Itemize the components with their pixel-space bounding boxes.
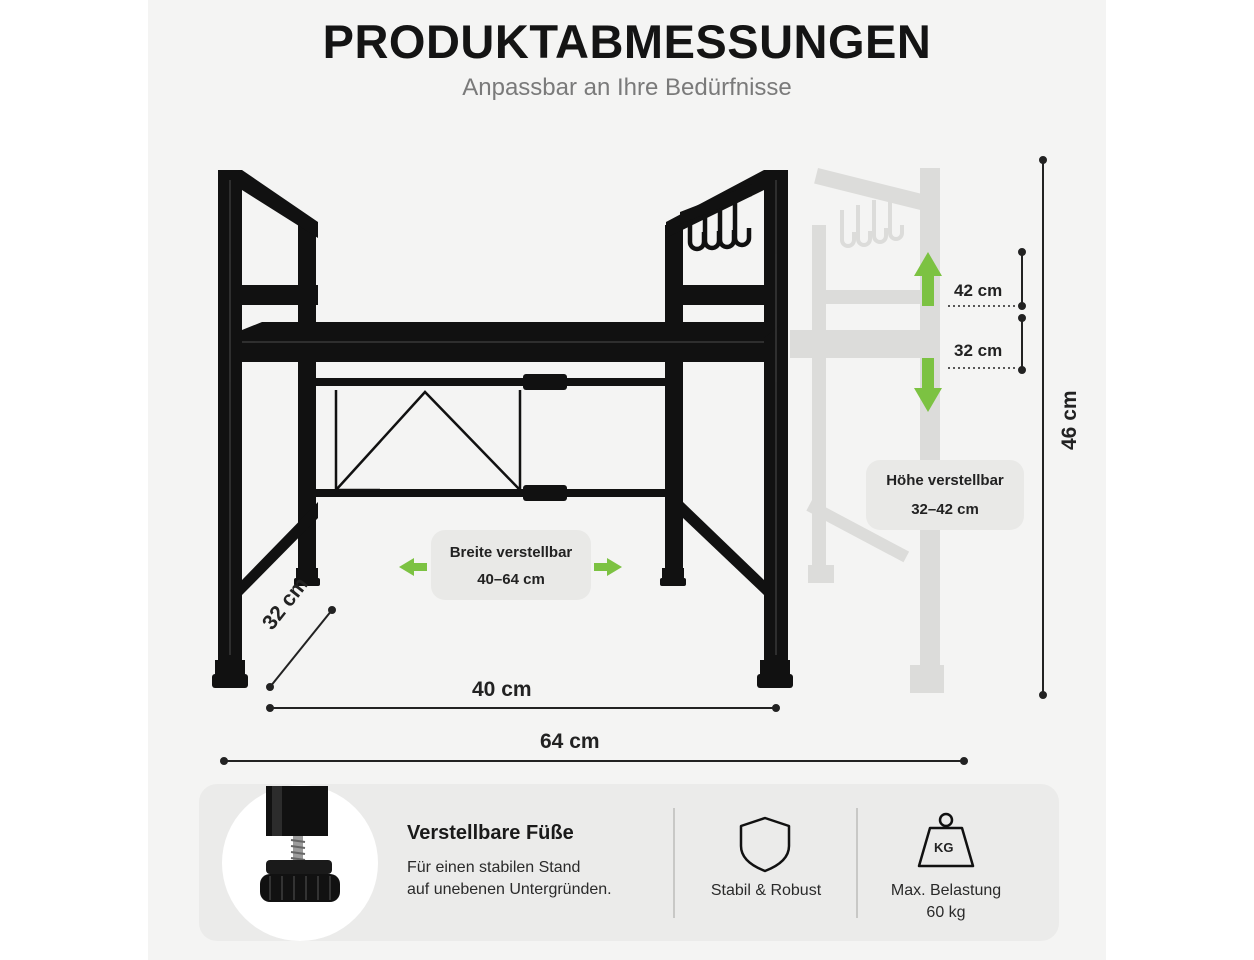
shelf-inner-lines	[229, 180, 777, 655]
shelf-height-min-label: 32 cm	[954, 341, 1003, 360]
wire-divider	[334, 390, 522, 492]
width-adjustable-range: 40–64 cm	[477, 571, 545, 588]
feet-desc-line1: Für einen stabilen Stand	[407, 859, 581, 876]
height-arrows	[914, 252, 942, 412]
feet-feature-title: Verstellbare Füße	[407, 822, 574, 844]
weight-icon-text: KG	[934, 840, 954, 855]
total-height-label: 46 cm	[1058, 390, 1081, 450]
hooks	[687, 196, 752, 252]
width-max-label: 64 cm	[540, 730, 600, 753]
stable-feature-label: Stabil & Robust	[690, 880, 842, 902]
hook-bar	[680, 184, 752, 224]
dotted-guides	[948, 305, 1018, 369]
width-min-label: 40 cm	[472, 678, 532, 701]
width-adjustable-callout: Breite verstellbar 40–64 cm	[431, 530, 591, 600]
page-title: PRODUKTABMESSUNGEN	[322, 15, 932, 68]
feet-feature-description: Für einen stabilen Stand auf unebenen Un…	[407, 857, 667, 901]
shelf-frame	[212, 170, 793, 688]
load-feature-label: Max. Belastung 60 kg	[870, 880, 1022, 924]
load-label-line2: 60 kg	[926, 904, 966, 921]
page-subtitle: Anpassbar an Ihre Bedürfnisse	[462, 74, 792, 101]
dimension-lines	[220, 156, 1047, 765]
shelf-height-max-label: 42 cm	[954, 281, 1003, 300]
width-arrows	[399, 558, 622, 576]
ghost-shelf-extended	[790, 168, 944, 693]
feet-desc-line2: auf unebenen Untergründen.	[407, 881, 612, 898]
height-adjustable-callout: Höhe verstellbar 32–42 cm	[866, 460, 1024, 530]
height-adjustable-title: Höhe verstellbar	[886, 472, 1004, 489]
load-label-line1: Max. Belastung	[890, 882, 1002, 899]
stable-label-text: Stabil & Robust	[710, 882, 822, 899]
width-adjustable-title: Breite verstellbar	[449, 544, 573, 561]
height-adjustable-range: 32–42 cm	[911, 501, 979, 518]
ghost-hooks	[840, 195, 904, 248]
